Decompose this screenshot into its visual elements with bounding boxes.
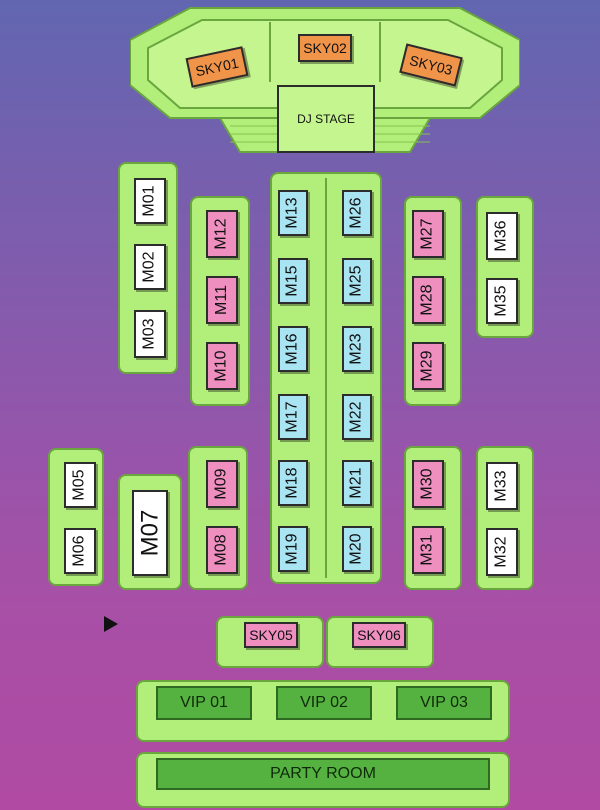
table-label: M21 bbox=[348, 467, 365, 499]
table-label: M27 bbox=[419, 218, 436, 250]
table-label: M13 bbox=[284, 197, 301, 229]
table-sky02[interactable]: SKY02 bbox=[298, 34, 352, 62]
table-m16[interactable]: M16 bbox=[278, 326, 308, 372]
stage-label: DJ STAGE bbox=[297, 112, 355, 126]
table-m28[interactable]: M28 bbox=[412, 276, 444, 324]
table-label: M01 bbox=[141, 185, 158, 217]
table-m36[interactable]: M36 bbox=[486, 212, 518, 260]
table-m25[interactable]: M25 bbox=[342, 258, 372, 304]
table-label: SKY05 bbox=[249, 627, 293, 643]
table-m06[interactable]: M06 bbox=[64, 528, 96, 574]
table-label: M06 bbox=[71, 535, 88, 567]
vip-label: VIP 02 bbox=[300, 694, 348, 711]
table-m17[interactable]: M17 bbox=[278, 394, 308, 440]
table-label: M29 bbox=[419, 350, 436, 382]
table-m09[interactable]: M09 bbox=[206, 460, 238, 508]
table-label: SKY01 bbox=[194, 54, 240, 80]
dj-stage: DJ STAGE bbox=[277, 85, 375, 153]
table-m18[interactable]: M18 bbox=[278, 460, 308, 506]
table-m33[interactable]: M33 bbox=[486, 462, 518, 510]
table-label: M20 bbox=[348, 533, 365, 565]
vip-01-room[interactable]: VIP 01 bbox=[156, 686, 252, 720]
vip-label: VIP 03 bbox=[420, 694, 468, 711]
table-m05[interactable]: M05 bbox=[64, 462, 96, 508]
table-label: SKY06 bbox=[357, 627, 401, 643]
vip-02-room[interactable]: VIP 02 bbox=[276, 686, 372, 720]
table-m01[interactable]: M01 bbox=[134, 178, 166, 224]
center-divider bbox=[325, 178, 327, 578]
table-label: M05 bbox=[71, 469, 88, 501]
table-m26[interactable]: M26 bbox=[342, 190, 372, 236]
vip-03-room[interactable]: VIP 03 bbox=[396, 686, 492, 720]
table-label: M17 bbox=[284, 401, 301, 433]
play-icon bbox=[104, 616, 118, 632]
party-room[interactable]: PARTY ROOM bbox=[156, 758, 490, 790]
table-label: M18 bbox=[284, 467, 301, 499]
table-m35[interactable]: M35 bbox=[486, 278, 518, 324]
table-m23[interactable]: M23 bbox=[342, 326, 372, 372]
table-label: M07 bbox=[136, 509, 163, 557]
table-label: M36 bbox=[493, 220, 510, 252]
table-label: M35 bbox=[493, 285, 510, 317]
table-label: M10 bbox=[213, 350, 230, 382]
table-m29[interactable]: M29 bbox=[412, 342, 444, 390]
table-label: M33 bbox=[493, 470, 510, 502]
table-label: M19 bbox=[284, 533, 301, 565]
table-m19[interactable]: M19 bbox=[278, 526, 308, 572]
table-label: M12 bbox=[213, 218, 230, 250]
vip-label: VIP 01 bbox=[180, 694, 228, 711]
table-label: M26 bbox=[348, 197, 365, 229]
table-m27[interactable]: M27 bbox=[412, 210, 444, 258]
table-label: M23 bbox=[348, 333, 365, 365]
table-m12[interactable]: M12 bbox=[206, 210, 238, 258]
table-sky05[interactable]: SKY05 bbox=[244, 622, 298, 648]
table-label: M09 bbox=[213, 468, 230, 500]
table-m20[interactable]: M20 bbox=[342, 526, 372, 572]
table-m08[interactable]: M08 bbox=[206, 526, 238, 574]
table-m22[interactable]: M22 bbox=[342, 394, 372, 440]
table-label: M28 bbox=[419, 284, 436, 316]
table-m15[interactable]: M15 bbox=[278, 258, 308, 304]
table-m02[interactable]: M02 bbox=[134, 244, 166, 290]
table-label: M31 bbox=[419, 534, 436, 566]
table-label: M30 bbox=[419, 468, 436, 500]
table-m03[interactable]: M03 bbox=[134, 310, 166, 358]
table-label: M11 bbox=[213, 285, 230, 315]
party-label: PARTY ROOM bbox=[270, 765, 376, 782]
table-m30[interactable]: M30 bbox=[412, 460, 444, 508]
table-label: M08 bbox=[213, 534, 230, 566]
table-label: M22 bbox=[348, 401, 365, 433]
table-m31[interactable]: M31 bbox=[412, 526, 444, 574]
table-m11[interactable]: M11 bbox=[206, 276, 238, 324]
table-label: M02 bbox=[141, 251, 158, 283]
table-m32[interactable]: M32 bbox=[486, 528, 518, 576]
table-label: SKY02 bbox=[303, 40, 347, 56]
table-label: SKY03 bbox=[407, 51, 455, 79]
table-label: M15 bbox=[284, 265, 301, 297]
stage-platform bbox=[130, 7, 520, 153]
table-m13[interactable]: M13 bbox=[278, 190, 308, 236]
table-m07[interactable]: M07 bbox=[132, 490, 168, 576]
table-label: M25 bbox=[348, 265, 365, 297]
table-sky06[interactable]: SKY06 bbox=[352, 622, 406, 648]
table-m21[interactable]: M21 bbox=[342, 460, 372, 506]
table-label: M03 bbox=[141, 318, 158, 350]
table-label: M16 bbox=[284, 333, 301, 365]
table-label: M32 bbox=[493, 536, 510, 568]
table-m10[interactable]: M10 bbox=[206, 342, 238, 390]
